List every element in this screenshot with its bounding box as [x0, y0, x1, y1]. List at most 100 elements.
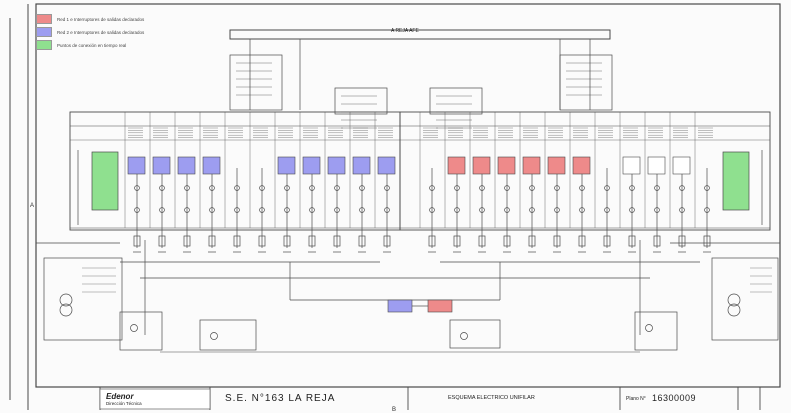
- drawing-title: ESQUEMA ELECTRICO UNIFILAR: [448, 395, 535, 401]
- feeder-terminal: [333, 235, 341, 247]
- blue-coupling-block: [387, 299, 413, 313]
- legend-swatch: [36, 40, 52, 50]
- station-name: S.E. N°163 LA REJA: [225, 393, 336, 404]
- feeder-breaker: [234, 185, 240, 191]
- green-incoming-panel-right: [722, 151, 750, 211]
- left-switchgear-panel: [69, 111, 401, 231]
- auxiliary-transformer-station: [43, 257, 123, 341]
- legend-label: Puntos de conexión en tiempo real: [57, 42, 127, 48]
- feeder-breaker: [479, 185, 485, 191]
- company-name: Edenor: [106, 392, 134, 401]
- blue-breaker-block: [277, 156, 296, 175]
- feeder-breaker: [554, 207, 560, 213]
- feeder-terminal: [133, 235, 141, 247]
- feeder-breaker: [309, 207, 315, 213]
- frame-mark-left: A: [30, 203, 34, 209]
- red-breaker-block: [472, 156, 491, 175]
- feeder-terminal: [703, 235, 711, 247]
- feeder-breaker: [454, 207, 460, 213]
- control-equipment-box: [119, 311, 163, 351]
- legend-item: Red 2 e Interruptores de salidas declara…: [36, 27, 144, 37]
- feeder-breaker: [209, 207, 215, 213]
- feeder-breaker: [309, 185, 315, 191]
- feeder-breaker: [529, 207, 535, 213]
- red-breaker-block: [572, 156, 591, 175]
- transformer-cabinet: [559, 54, 613, 111]
- feeder-terminal: [208, 235, 216, 247]
- feeder-terminal: [158, 235, 166, 247]
- feeder-breaker: [284, 207, 290, 213]
- feeder-terminal: [383, 235, 391, 247]
- feeder-breaker: [159, 185, 165, 191]
- right-switchgear-panel: [399, 111, 771, 231]
- feeder-breaker: [654, 207, 660, 213]
- feeder-breaker: [529, 185, 535, 191]
- feeder-terminal: [628, 235, 636, 247]
- feeder-terminal: [578, 235, 586, 247]
- feeder-breaker: [159, 207, 165, 213]
- legend-swatch: [36, 27, 52, 37]
- transformer-symbol: [59, 303, 73, 317]
- blue-breaker-block: [177, 156, 196, 175]
- auxiliary-transformer-station: [711, 257, 779, 341]
- feeder-breaker: [454, 185, 460, 191]
- breaker-block: [672, 156, 691, 175]
- feeder-breaker: [184, 207, 190, 213]
- company-subtitle: Dirección Técnica: [106, 401, 142, 406]
- feeder-breaker: [429, 185, 435, 191]
- feeder-breaker: [259, 185, 265, 191]
- feeder-breaker: [384, 207, 390, 213]
- feeder-breaker: [334, 207, 340, 213]
- feeder-terminal: [183, 235, 191, 247]
- feeder-breaker: [359, 207, 365, 213]
- drawing-frame: [35, 3, 781, 388]
- legend-item: Puntos de conexión en tiempo real: [36, 40, 126, 50]
- feeder-breaker: [654, 185, 660, 191]
- feeder-breaker: [579, 185, 585, 191]
- transformer-symbol: [59, 293, 73, 307]
- feeder-terminal: [233, 235, 241, 247]
- blue-breaker-block: [302, 156, 321, 175]
- title-logo-box: [99, 388, 211, 410]
- feeder-breaker: [134, 207, 140, 213]
- feeder-breaker: [504, 207, 510, 213]
- green-incoming-panel-left: [91, 151, 119, 211]
- feeder-terminal: [283, 235, 291, 247]
- feeder-breaker: [184, 185, 190, 191]
- legend-swatch: [36, 14, 52, 24]
- equipment-symbol: [645, 324, 653, 332]
- red-breaker-block: [522, 156, 541, 175]
- plan-number: 16300009: [652, 393, 697, 403]
- breaker-block: [647, 156, 666, 175]
- feeder-breaker: [704, 185, 710, 191]
- breaker-block: [622, 156, 641, 175]
- equipment-symbol: [130, 324, 138, 332]
- transformer-cabinet: [334, 87, 388, 115]
- feeder-terminal: [478, 235, 486, 247]
- plan-label: Plano N°: [626, 396, 646, 402]
- busbar-label: A REJA AFE: [391, 28, 419, 34]
- feeder-breaker: [579, 207, 585, 213]
- red-coupling-block: [427, 299, 453, 313]
- feeder-breaker: [284, 185, 290, 191]
- feeder-breaker: [429, 207, 435, 213]
- feeder-breaker: [209, 185, 215, 191]
- blue-breaker-block: [377, 156, 396, 175]
- transformer-cabinet: [429, 87, 483, 115]
- feeder-breaker: [359, 185, 365, 191]
- feeder-breaker: [234, 207, 240, 213]
- legend-label: Red 2 e Interruptores de salidas declara…: [57, 29, 145, 35]
- feeder-breaker: [504, 185, 510, 191]
- red-breaker-block: [497, 156, 516, 175]
- feeder-terminal: [553, 235, 561, 247]
- feeder-terminal: [258, 235, 266, 247]
- legend-label: Red 1 e Interruptores de salidas declara…: [57, 16, 145, 22]
- feeder-breaker: [554, 185, 560, 191]
- feeder-breaker: [134, 185, 140, 191]
- blue-breaker-block: [152, 156, 171, 175]
- feeder-terminal: [528, 235, 536, 247]
- transformer-cabinet: [229, 54, 283, 111]
- feeder-terminal: [453, 235, 461, 247]
- feeder-terminal: [603, 235, 611, 247]
